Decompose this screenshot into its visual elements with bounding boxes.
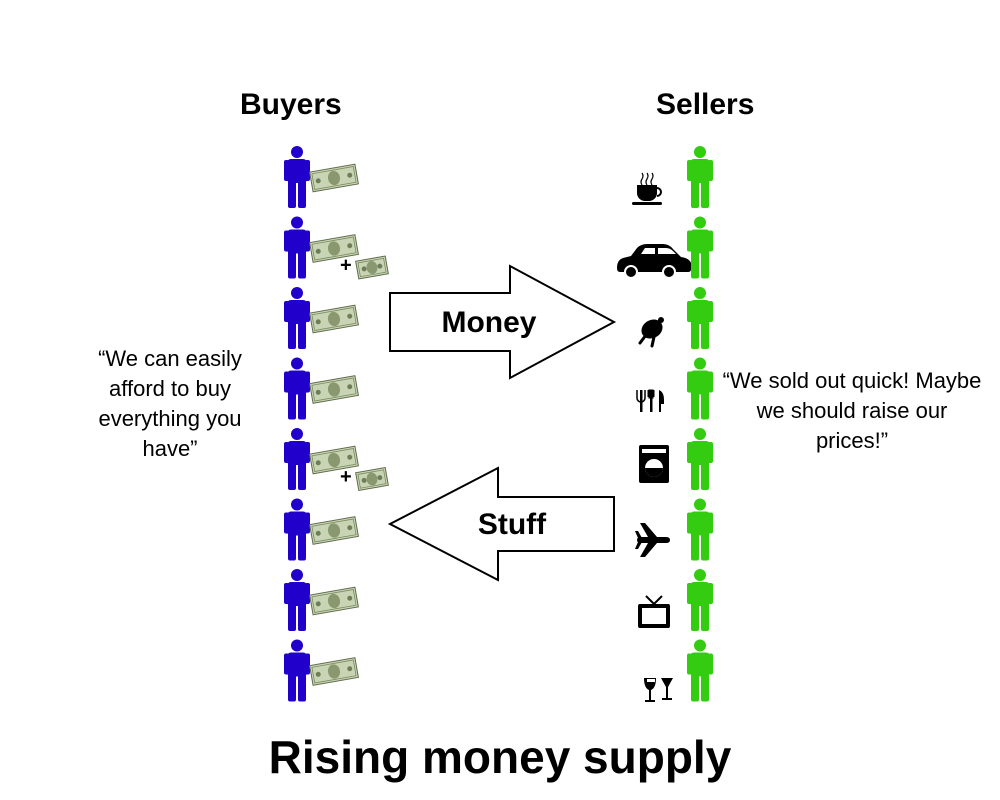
seller-person-icon <box>687 287 713 349</box>
buyers-quote: “We can easily afford to buy everything … <box>98 346 242 461</box>
buyer-person-icon <box>284 287 310 349</box>
buyer-person-icon <box>284 498 310 561</box>
buyer-person-icon <box>284 146 310 208</box>
dollar-bill-icon <box>355 255 389 280</box>
seller-person-icon <box>687 498 713 561</box>
car-icon <box>617 244 691 279</box>
dollar-bill-icon <box>309 445 359 475</box>
stuff-arrow-label: Stuff <box>478 508 547 541</box>
dollar-bill-icon <box>355 466 389 492</box>
stuff-arrow: Stuff <box>387 466 615 582</box>
money-arrow: Money <box>389 264 617 380</box>
seller-person-icon <box>687 357 713 420</box>
coffee-cup-icon <box>632 172 662 205</box>
seller-person-icon <box>687 146 713 208</box>
money-arrow-label: Money <box>441 306 536 339</box>
dollar-bill-icon <box>309 516 359 545</box>
buyer-person-icon <box>284 639 310 702</box>
dollar-bill-icon <box>309 375 359 404</box>
wine-glasses-icon <box>644 678 673 702</box>
roast-turkey-icon <box>638 317 664 348</box>
sellers-heading: Sellers <box>656 88 755 121</box>
dollar-bill-icon <box>309 163 359 193</box>
seller-person-icon <box>687 428 713 490</box>
cutlery-icon <box>636 389 664 412</box>
buyer-person-icon <box>284 216 310 279</box>
buyer-person-icon <box>284 428 310 490</box>
plus-sign: + <box>340 255 352 277</box>
seller-person-icon <box>687 569 713 631</box>
dollar-bill-icon <box>309 234 359 263</box>
buyer-person-icon <box>284 357 310 420</box>
dollar-bill-icon <box>309 657 359 686</box>
dollar-bill-icon <box>309 586 359 616</box>
television-icon <box>638 595 670 628</box>
plus-sign: + <box>340 466 352 488</box>
sellers-column <box>617 146 713 702</box>
sellers-quote: “We sold out quick! Maybe we should rais… <box>722 368 982 453</box>
seller-person-icon <box>687 639 713 702</box>
buyers-heading: Buyers <box>240 88 342 121</box>
washing-machine-icon <box>639 445 669 483</box>
buyers-column: ++ <box>284 146 389 702</box>
airplane-icon <box>635 523 670 557</box>
dollar-bill-icon <box>309 304 359 334</box>
buyer-person-icon <box>284 569 310 631</box>
seller-person-icon <box>687 216 713 279</box>
diagram-title: Rising money supply <box>268 731 732 783</box>
